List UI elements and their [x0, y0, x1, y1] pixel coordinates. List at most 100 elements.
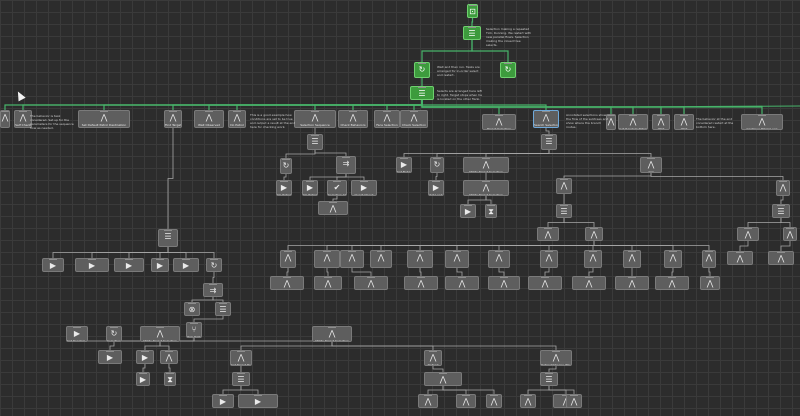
tree-node-h11[interactable]: ⋀	[486, 394, 502, 408]
input-port[interactable]	[19, 111, 27, 112]
tree-node-h4[interactable]: ▶Utility Target Movement	[238, 394, 278, 408]
tree-node-t14[interactable]: ⋀Wait	[652, 114, 670, 130]
tree-node-a5[interactable]: ⋀Check Target Position	[318, 201, 348, 215]
tree-node-d4[interactable]: ⋀	[370, 250, 392, 268]
tree-node-t12[interactable]: ⋀	[606, 114, 616, 130]
input-port[interactable]	[400, 158, 408, 159]
input-port[interactable]	[779, 181, 787, 182]
input-port[interactable]	[166, 373, 174, 374]
input-port[interactable]	[758, 115, 766, 116]
input-port[interactable]	[88, 259, 96, 260]
tree-node-h6[interactable]: ⋀Defend/Choose Way	[540, 350, 572, 366]
tree-node-c3[interactable]: ⋀Attack	[737, 227, 759, 241]
input-port[interactable]	[306, 181, 314, 182]
input-port[interactable]	[360, 181, 368, 182]
input-port[interactable]	[324, 277, 332, 278]
input-port[interactable]	[432, 181, 440, 182]
input-port[interactable]	[705, 251, 713, 252]
tree-node-s1[interactable]: ☰	[307, 134, 323, 150]
tree-node-a3[interactable]: ✔Selection Check	[327, 180, 347, 196]
tree-node-a2[interactable]: ▶Do Patrol	[302, 180, 318, 196]
tree-node-g1[interactable]: ↻	[414, 62, 430, 78]
tree-node-s2[interactable]: ☰	[541, 134, 557, 150]
input-port[interactable]	[589, 251, 597, 252]
tree-node-h12[interactable]: ⋀	[520, 394, 536, 408]
tree-node-m1[interactable]: ☰	[158, 229, 178, 247]
input-port[interactable]	[348, 251, 356, 252]
input-port[interactable]	[237, 373, 245, 374]
tree-node-seq_top[interactable]: ☰	[463, 26, 481, 40]
input-port[interactable]	[125, 259, 133, 260]
tree-node-m3[interactable]: ⊗	[184, 302, 200, 316]
input-port[interactable]	[560, 205, 568, 206]
input-port[interactable]	[706, 277, 714, 278]
input-port[interactable]	[190, 323, 198, 324]
tree-node-t3[interactable]: ⋀Find Target	[164, 110, 182, 128]
input-port[interactable]	[482, 158, 490, 159]
tree-node-e2[interactable]: ⋀Utility Action	[314, 276, 342, 290]
input-port[interactable]	[786, 228, 794, 229]
input-port[interactable]	[777, 252, 785, 253]
tree-node-t7[interactable]: ⋀Check Behaviors	[338, 110, 368, 128]
tree-node-e10[interactable]: ⋀Utility Target Action	[655, 276, 689, 290]
tree-node-t8[interactable]: ⋀Face Selection	[374, 110, 400, 128]
tree-node-m2[interactable]: ⇉Parallel	[203, 283, 223, 297]
tree-node-b4[interactable]: ⋀Aim	[640, 157, 662, 173]
tree-node-f5[interactable]: ▶Set Look Position	[98, 350, 122, 364]
tree-node-h1[interactable]: ⋀Set Target Entity	[230, 350, 252, 366]
tree-node-t4[interactable]: ⋀Wait Observed	[194, 110, 224, 128]
input-port[interactable]	[487, 205, 495, 206]
tree-node-d1[interactable]: ⋀	[280, 250, 296, 268]
tree-node-d7[interactable]: ⋀	[488, 250, 510, 268]
tree-node-e9[interactable]: ⋀Utility Target Action	[615, 276, 649, 290]
input-port[interactable]	[141, 351, 149, 352]
tree-node-e6[interactable]: ⋀Utility Target Action	[488, 276, 520, 290]
input-port[interactable]	[669, 251, 677, 252]
input-port[interactable]	[342, 157, 350, 158]
input-port[interactable]	[139, 373, 147, 374]
input-port[interactable]	[628, 251, 636, 252]
tree-node-t0[interactable]: ⋀	[0, 110, 10, 128]
tree-node-h10[interactable]: ⋀	[456, 394, 476, 408]
input-port[interactable]	[545, 251, 553, 252]
tree-node-d10[interactable]: ⋀	[623, 250, 641, 268]
input-port[interactable]	[464, 205, 472, 206]
input-port[interactable]	[453, 251, 461, 252]
input-port[interactable]	[254, 395, 262, 396]
input-port[interactable]	[410, 111, 418, 112]
tree-node-d8[interactable]: ⋀	[540, 250, 558, 268]
input-port[interactable]	[524, 395, 532, 396]
input-port[interactable]	[495, 115, 503, 116]
input-port[interactable]	[283, 277, 291, 278]
tree-node-f4[interactable]: ⋀Utility Target Selection	[312, 326, 352, 342]
tree-node-l2[interactable]: ▶Set Target Best Target Entity	[75, 258, 109, 272]
input-port[interactable]	[462, 395, 470, 396]
input-port[interactable]	[545, 373, 553, 374]
tree-node-c2[interactable]: ⋀Utility Selection	[585, 227, 603, 241]
input-port[interactable]	[367, 277, 375, 278]
tree-node-h9[interactable]: ⋀	[418, 394, 438, 408]
tree-node-r1[interactable]: ↻	[280, 158, 292, 174]
input-port[interactable]	[377, 251, 385, 252]
tree-node-l4[interactable]: ▶Move	[151, 258, 169, 272]
tree-node-f7[interactable]: ⋀Wait	[160, 350, 178, 364]
input-port[interactable]	[468, 27, 476, 28]
tree-node-g2[interactable]: ↻	[500, 62, 516, 78]
tree-node-m4[interactable]: ☰	[215, 302, 231, 316]
tree-node-b10[interactable]: ☰	[556, 204, 572, 218]
tree-node-c4[interactable]: ⋀	[783, 227, 797, 241]
tree-node-t13[interactable]: ⋀Get Random Patrol	[618, 114, 648, 130]
input-port[interactable]	[416, 251, 424, 252]
tree-node-l3[interactable]: ▶Set Target Distance	[114, 258, 144, 272]
tree-node-r2[interactable]: ⇉	[336, 156, 356, 174]
tree-node-h3[interactable]: ▶Set Target	[212, 394, 234, 408]
input-port[interactable]	[169, 111, 177, 112]
input-port[interactable]	[164, 230, 172, 231]
tree-node-f9[interactable]: ⧗	[164, 372, 176, 386]
tree-node-l1[interactable]: ▶Set Target	[42, 258, 64, 272]
tree-node-l5[interactable]: ▶Set Look Position	[173, 258, 199, 272]
tree-node-d5[interactable]: ⋀	[407, 250, 433, 268]
input-port[interactable]	[544, 228, 552, 229]
input-port[interactable]	[590, 228, 598, 229]
